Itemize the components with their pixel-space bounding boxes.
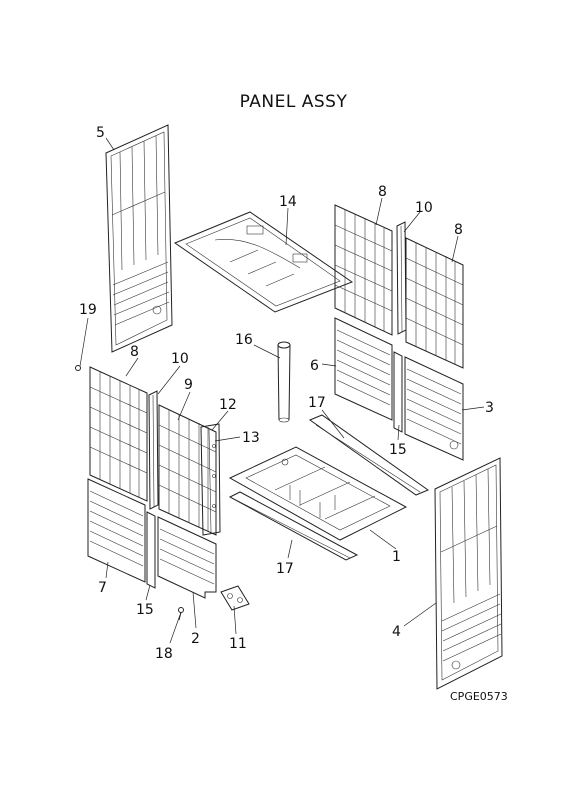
callout-8-right: 8 (454, 222, 463, 238)
part-4-right-side-panel (434, 457, 503, 690)
callout-3: 3 (485, 400, 494, 416)
part-2-front-right-panel (157, 516, 217, 599)
part-16-post (277, 341, 291, 423)
callout-4: 4 (392, 624, 401, 640)
part-10-lower-post (148, 390, 159, 510)
part-19-screw (75, 365, 81, 371)
callout-11: 11 (229, 636, 247, 652)
callout-2: 2 (191, 631, 200, 647)
callout-18: 18 (155, 646, 173, 662)
part-8-upper-grid-panel (334, 204, 393, 336)
part-17-upper-rail (308, 414, 430, 496)
callout-15-lower: 15 (136, 602, 154, 618)
callout-8-upper: 8 (378, 184, 387, 200)
callout-10-upper: 10 (415, 200, 433, 216)
part-15-lower-strip (146, 511, 156, 589)
part-12-door-frame (200, 423, 221, 536)
callout-13: 13 (242, 430, 260, 446)
part-5-left-side-panel (105, 124, 173, 353)
callout-12: 12 (219, 397, 237, 413)
callout-10-lower: 10 (171, 351, 189, 367)
part-8-right-grid-panel (405, 237, 464, 369)
part-11-plate (220, 585, 250, 611)
callout-14: 14 (279, 194, 297, 210)
part-15-upper-strip (393, 351, 403, 433)
callout-5: 5 (96, 125, 105, 141)
callout-7: 7 (98, 580, 107, 596)
callout-17-lower: 17 (276, 561, 294, 577)
callout-9: 9 (184, 377, 193, 393)
callout-6: 6 (310, 358, 319, 374)
callout-16: 16 (235, 332, 253, 348)
part-3-back-right-panel (404, 356, 464, 461)
part-6-back-left-panel (334, 317, 393, 421)
callout-15-upper: 15 (389, 442, 407, 458)
callout-labels: 5 14 8 10 8 16 6 3 17 15 19 8 10 9 12 13… (79, 125, 494, 662)
part-9-grid-panel (158, 404, 217, 536)
diagram-title: PANEL ASSY (239, 92, 348, 112)
part-10-upper-post (396, 221, 407, 335)
callout-19: 19 (79, 302, 97, 318)
part-8-left-grid-panel (89, 366, 148, 502)
part-17-lower-rail (228, 491, 359, 561)
figure-code: CPGE0573 (450, 690, 508, 703)
callout-8-left: 8 (130, 344, 139, 360)
callout-1: 1 (392, 549, 401, 565)
leader-lines (79, 137, 485, 644)
part-7-front-left-panel (87, 478, 146, 583)
part-14-top-panel (173, 211, 354, 313)
part-1-base-floor (228, 446, 408, 541)
callout-17-upper: 17 (308, 395, 326, 411)
